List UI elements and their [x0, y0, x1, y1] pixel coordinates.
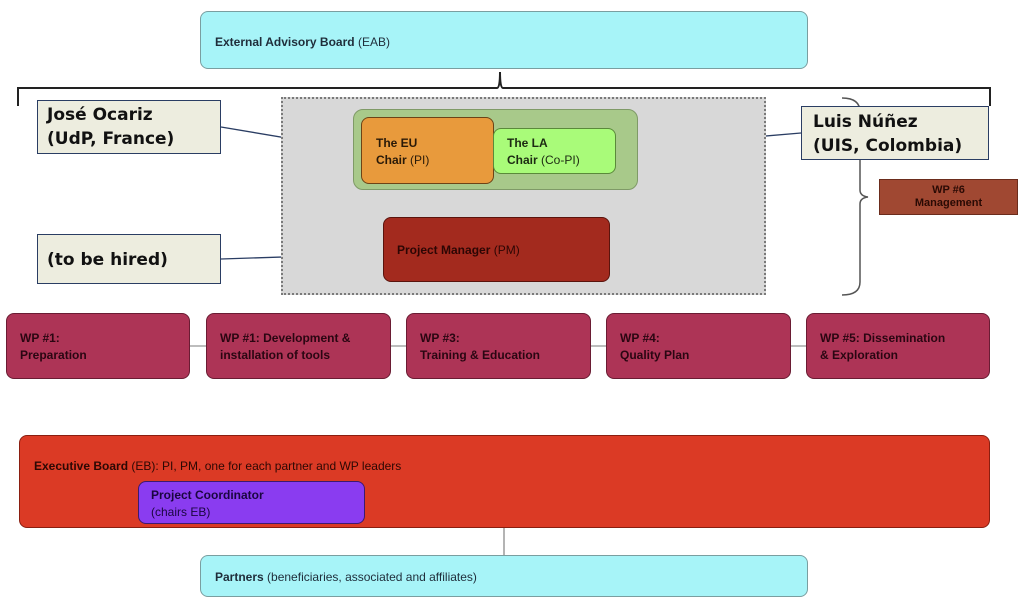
- wp-line2: & Exploration: [820, 348, 899, 362]
- work-package-box: WP #1: Development & installation of too…: [206, 313, 391, 379]
- wp-line2: Training & Education: [420, 348, 541, 362]
- eab-abbrev: (EAB): [354, 35, 390, 49]
- pm-abbrev: (PM): [490, 243, 520, 257]
- partners-box: Partners (beneficiaries, associated and …: [200, 555, 808, 597]
- wp-line1: WP #4:: [620, 331, 660, 345]
- board-brace: [17, 71, 991, 106]
- wp6-management-box: WP #6 Management: [879, 179, 1018, 215]
- wp6-brace: [841, 97, 869, 296]
- wp-line1: WP #1: Development &: [220, 331, 351, 345]
- eb-description: (EB): PI, PM, one for each partner and W…: [128, 459, 402, 473]
- wp-line2: Quality Plan: [620, 348, 690, 362]
- pm-person-note: (to be hired): [37, 234, 221, 284]
- wp-line1: WP #1:: [20, 331, 60, 345]
- la-person-affiliation: (UIS, Colombia): [813, 136, 963, 156]
- eu-chair-box: The EU Chair (PI): [361, 117, 494, 184]
- project-coordinator-box: Project Coordinator (chairs EB): [138, 481, 365, 524]
- pm-person-text: (to be hired): [47, 250, 168, 270]
- work-package-box: WP #5: Dissemination & Exploration: [806, 313, 990, 379]
- work-package-box: WP #3: Training & Education: [406, 313, 591, 379]
- la-chair-line1: The LA: [507, 136, 548, 150]
- la-chair-line2: Chair: [507, 153, 538, 167]
- wp-line2: installation of tools: [220, 348, 330, 362]
- work-package-box: WP #1: Preparation: [6, 313, 190, 379]
- la-chair-role: (Co-PI): [537, 153, 580, 167]
- eu-person-note: José Ocariz (UdP, France): [37, 100, 221, 154]
- eu-chair-line1: The EU: [376, 136, 418, 150]
- wp-line1: WP #5: Dissemination: [820, 331, 946, 345]
- wp-line2: Preparation: [20, 348, 87, 362]
- pm-label: Project Manager: [397, 243, 491, 257]
- wp6-line1: WP #6: [932, 184, 965, 196]
- partners-description: (beneficiaries, associated and affiliate…: [263, 570, 477, 584]
- eu-person-affiliation: (UdP, France): [47, 129, 175, 149]
- external-advisory-board: External Advisory Board (EAB): [200, 11, 808, 69]
- eu-chair-role: (PI): [406, 153, 430, 167]
- work-package-box: WP #4: Quality Plan: [606, 313, 791, 379]
- partners-label: Partners: [215, 570, 264, 584]
- wp-line1: WP #3:: [420, 331, 460, 345]
- coordinator-title: Project Coordinator: [151, 488, 264, 502]
- eu-person-name: José Ocariz: [47, 105, 153, 125]
- project-manager-box: Project Manager (PM): [383, 217, 610, 282]
- la-person-name: Luis Núñez: [813, 112, 918, 132]
- la-chair-box: The LA Chair (Co-PI): [493, 128, 616, 174]
- la-person-note: Luis Núñez (UIS, Colombia): [801, 106, 989, 160]
- wp6-line2: Management: [914, 197, 983, 209]
- eu-chair-line2: Chair: [376, 153, 407, 167]
- eab-label: External Advisory Board: [215, 35, 355, 49]
- eb-label: Executive Board: [34, 459, 129, 473]
- coordinator-role: (chairs EB): [151, 505, 211, 519]
